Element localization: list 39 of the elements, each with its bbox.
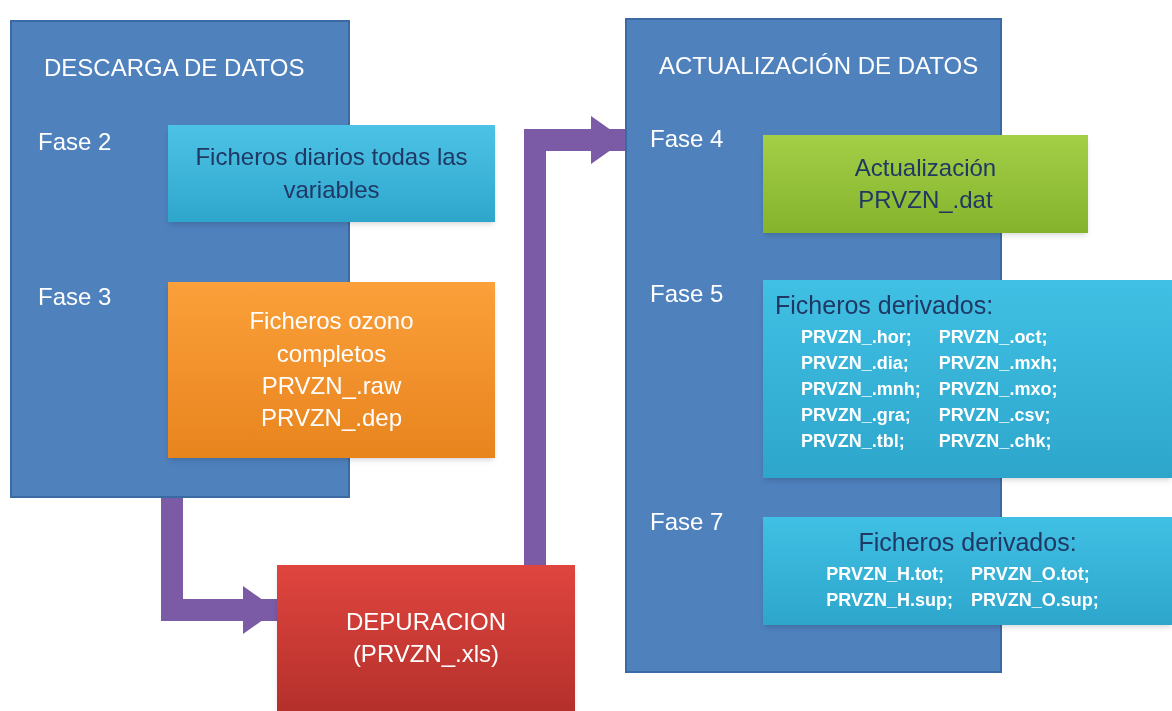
file-name: PRVZN_.dia; [801, 352, 910, 376]
file-name: PRVZN_.hor; [801, 326, 913, 349]
file-name: PRVZN_.mxo; [938, 378, 1058, 402]
phase-label: Fase 5 [650, 279, 724, 309]
list-heading: Ficheros derivados: [775, 290, 994, 320]
file-name: PRVZN_H.tot; [826, 563, 945, 586]
file-name: PRVZN_.tbl; [801, 430, 906, 454]
section-heading: ACTUALIZACIÓN DE DATOS [659, 51, 979, 81]
box-text: PRVZN_.dep [261, 403, 402, 434]
list-heading: Ficheros derivados: [858, 527, 1077, 557]
process-box [168, 125, 495, 222]
box-text: Ficheros diarios todas las variables [194, 142, 469, 205]
file-list-box [763, 280, 1172, 478]
file-name: PRVZN_.oct; [938, 326, 1049, 349]
section-heading: DESCARGA DE DATOS [44, 53, 305, 83]
phase-label: Fase 4 [650, 124, 724, 154]
box-text: (PRVZN_.xls) [352, 639, 500, 669]
process-box [763, 135, 1088, 233]
file-name: PRVZN_O.sup; [971, 589, 1099, 613]
box-text: PRVZN_.dat [858, 185, 993, 215]
file-name: PRVZN_.gra; [801, 404, 912, 428]
box-text: Actualización [854, 152, 997, 183]
file-name: PRVZN_.mnh; [801, 378, 921, 402]
file-name: PRVZN_.csv; [938, 404, 1052, 428]
bent-arrow [161, 498, 277, 634]
process-box [277, 565, 575, 711]
file-list-box [763, 517, 1172, 625]
process-box [168, 282, 495, 458]
file-name: PRVZN_O.tot; [971, 563, 1091, 586]
file-name: PRVZN_.chk; [938, 430, 1053, 454]
box-text: PRVZN_.raw [261, 371, 402, 401]
phase-label: Fase 2 [38, 127, 112, 157]
phase-label: Fase 3 [38, 282, 112, 312]
bent-arrow [524, 116, 625, 565]
file-name: PRVZN_H.sup; [826, 589, 953, 613]
phase-label: Fase 7 [650, 507, 724, 537]
file-name: PRVZN_.mxh; [938, 352, 1058, 376]
box-text: DEPURACION [346, 606, 506, 637]
box-text: Ficheros ozono completos [248, 306, 415, 369]
